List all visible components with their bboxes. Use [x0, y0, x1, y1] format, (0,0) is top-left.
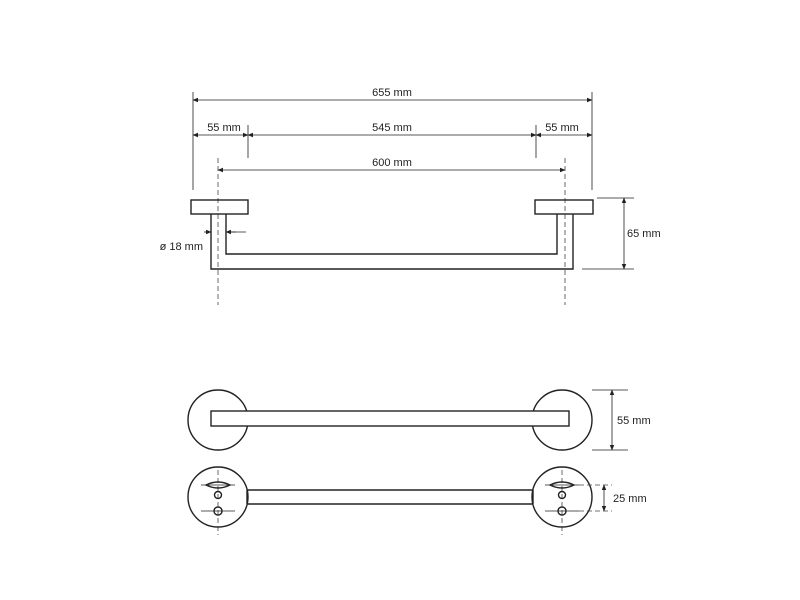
rosette-diameter-label: 55 mm: [617, 415, 651, 427]
screw-holes-right: [545, 470, 579, 535]
screw-holes-left: [201, 470, 235, 535]
mounting-view: 25 mm: [187, 466, 647, 535]
flange-left-label: 55 mm: [207, 122, 241, 134]
front-view: 655 mm 55 mm 545 mm 55 mm 600 mm ø 18 mm…: [160, 87, 661, 305]
towel-bar-profile: [210, 214, 574, 270]
center-distance-label: 600 mm: [372, 157, 412, 169]
screw-hole-lower-left: [213, 506, 223, 516]
screw-hole-upper-right: [557, 490, 567, 500]
overall-width-label: 655 mm: [372, 87, 412, 99]
inner-width-label: 545 mm: [372, 122, 412, 134]
screw-spacing-label: 25 mm: [613, 493, 647, 505]
towel-bar-top-view: [210, 410, 570, 427]
projection-label: 65 mm: [627, 228, 661, 240]
screw-hole-lower-right: [557, 506, 567, 516]
top-view: 55 mm: [187, 389, 651, 451]
keyhole-slot-right: [548, 481, 576, 489]
screw-hole-upper-left: [213, 490, 223, 500]
wall-flange-right: [534, 199, 594, 215]
keyhole-slot-left: [204, 481, 232, 489]
wall-flange-left: [190, 199, 249, 215]
tube-diameter-label: ø 18 mm: [160, 241, 203, 253]
flange-right-label: 55 mm: [545, 122, 579, 134]
